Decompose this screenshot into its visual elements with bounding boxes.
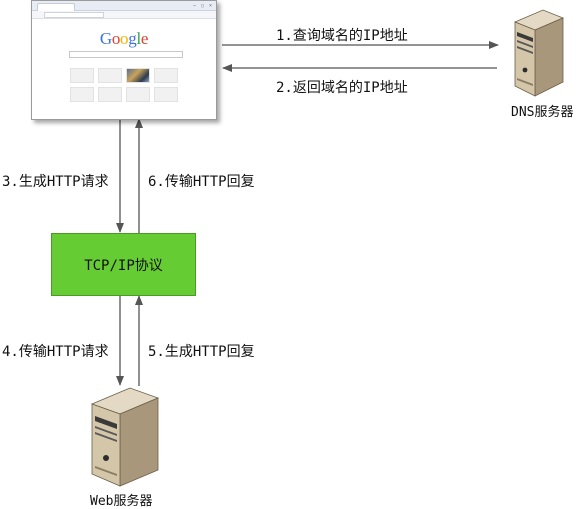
edge-label-gen-resp: 5.生成HTTP回复 [148, 344, 255, 360]
browser-window: – ▢ × Google [31, 0, 217, 120]
search-box [69, 51, 183, 58]
window-controls-icon: – ▢ × [192, 3, 213, 9]
dns-server-icon [513, 9, 565, 97]
browser-toolbar [32, 11, 216, 19]
thumbnail [70, 68, 94, 83]
edge-label-send-req: 4.传输HTTP请求 [2, 344, 109, 360]
thumbnail [154, 87, 178, 102]
browser-tab [37, 3, 75, 11]
thumbnail [70, 87, 94, 102]
thumbnail [126, 68, 150, 83]
thumbnail [98, 68, 122, 83]
browser-tab-bar: – ▢ × [32, 1, 216, 11]
edge-label-send-resp: 6.传输HTTP回复 [148, 174, 255, 190]
address-bar [44, 12, 104, 18]
thumbnail [154, 68, 178, 83]
tcp-ip-node: TCP/IP协议 [51, 233, 196, 296]
thumbnail [98, 87, 122, 102]
thumbnail [126, 87, 150, 102]
google-logo: Google [99, 29, 149, 48]
edge-label-return: 2.返回域名的IP地址 [276, 80, 408, 96]
dns-server-label: DNS服务器 [511, 105, 574, 120]
edge-label-gen-req: 3.生成HTTP请求 [2, 174, 109, 190]
web-server-icon [90, 387, 160, 487]
web-server-label: Web服务器 [90, 494, 153, 509]
edge-label-query: 1.查询域名的IP地址 [276, 28, 408, 44]
most-visited-thumbnails [70, 68, 182, 102]
